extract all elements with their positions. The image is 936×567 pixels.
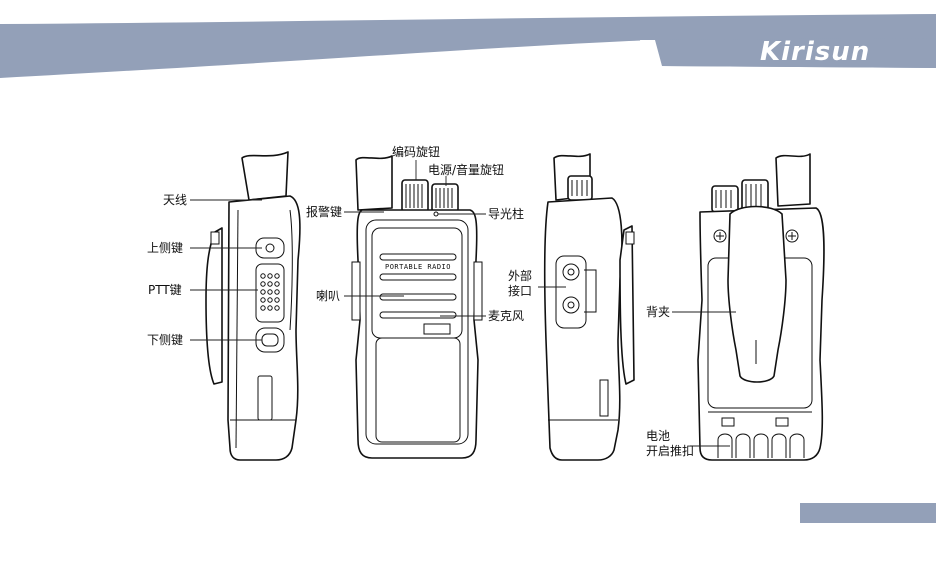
light-guide-dot xyxy=(434,212,438,216)
label-light-guide: 导光柱 xyxy=(488,206,524,221)
antenna-side xyxy=(242,152,288,200)
ptt-key-shape xyxy=(256,264,284,322)
external-port-cover xyxy=(556,256,586,328)
label-upper-side-key: 上侧键 xyxy=(147,241,183,255)
speaker-slot-2 xyxy=(380,274,456,280)
left-grip xyxy=(352,262,360,320)
label-power-volume-knob: 电源/音量旋钮 xyxy=(428,162,504,177)
label-microphone: 麦克风 xyxy=(488,309,524,323)
clip-tab-right xyxy=(626,232,634,244)
front-panel-text: PORTABLE RADIO xyxy=(385,263,451,271)
label-external-port-1: 外部 xyxy=(508,268,532,283)
footer-tab xyxy=(800,503,936,523)
speaker-slot-4 xyxy=(380,312,456,318)
belt-clip-back xyxy=(728,207,786,383)
label-alarm-key: 报警键 xyxy=(306,204,342,219)
speaker-slot-1 xyxy=(380,254,456,260)
belt-clip-right xyxy=(620,226,634,384)
antenna-front xyxy=(356,156,392,210)
label-antenna: 天线 xyxy=(163,193,187,207)
label-battery-latch-1: 电池 xyxy=(646,429,670,443)
label-external-port-2: 接口 xyxy=(508,283,532,298)
speaker-slot-3 xyxy=(380,294,456,300)
label-belt-clip: 背夹 xyxy=(646,305,670,319)
belt-clip-side xyxy=(206,228,222,384)
label-ptt-key: PTT键 xyxy=(148,283,182,297)
header-banner: Kirisun xyxy=(0,0,936,78)
antenna-back xyxy=(776,154,810,206)
radio-left-side-view xyxy=(206,152,300,460)
label-speaker: 喇叭 xyxy=(316,288,340,303)
radio-front-view: PORTABLE RADIO xyxy=(352,156,482,458)
clip-tab xyxy=(211,232,219,244)
radio-back-view xyxy=(698,154,824,460)
brand-logo: Kirisun xyxy=(760,37,870,67)
radio-right-body xyxy=(545,198,622,460)
label-battery-latch-2: 开启推扣 xyxy=(646,444,694,458)
label-lower-side-key: 下侧键 xyxy=(147,333,183,347)
label-encoder-knob: 编码旋钮 xyxy=(392,144,440,159)
right-grip xyxy=(474,262,482,320)
radio-right-side-view xyxy=(545,154,634,460)
